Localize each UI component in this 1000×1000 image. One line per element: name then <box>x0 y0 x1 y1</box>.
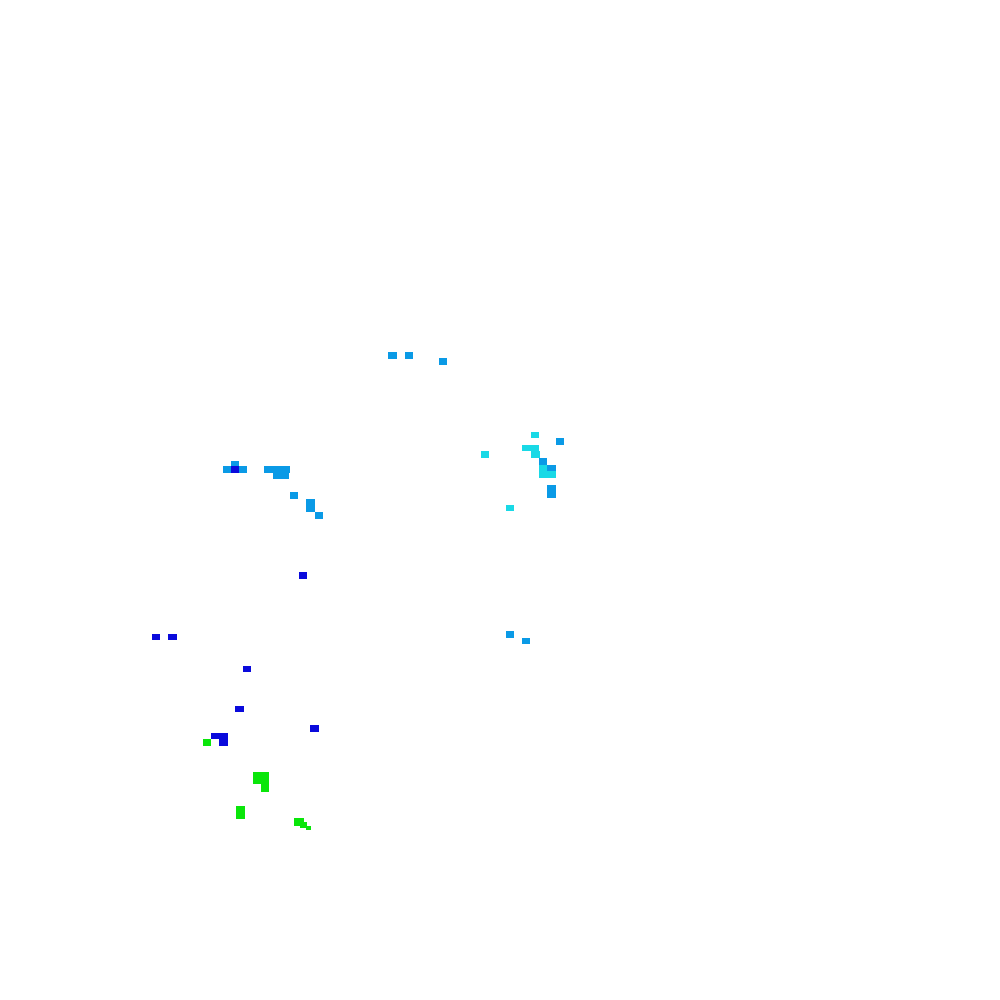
sky-blue-pixel <box>306 505 315 512</box>
sky-blue-pixel <box>306 499 315 506</box>
green-pixel <box>300 822 307 828</box>
sky-blue-pixel <box>522 638 530 644</box>
sky-blue-pixel <box>506 631 514 638</box>
blue-pixel <box>211 733 228 739</box>
sky-blue-pixel <box>231 461 239 468</box>
green-pixel <box>306 826 311 830</box>
cyan-pixel <box>539 465 547 472</box>
blue-pixel <box>168 634 177 640</box>
sky-blue-pixel <box>264 466 290 473</box>
blue-pixel <box>299 572 307 579</box>
green-pixel <box>253 772 269 784</box>
blue-pixel <box>235 706 244 712</box>
sky-blue-pixel <box>388 352 397 359</box>
cyan-pixel <box>539 471 556 478</box>
green-pixel <box>203 739 211 746</box>
cyan-pixel <box>531 432 539 438</box>
blue-pixel <box>231 466 239 473</box>
sky-blue-pixel <box>290 492 298 499</box>
green-pixel <box>236 806 245 819</box>
sky-blue-pixel <box>439 358 447 365</box>
cyan-pixel <box>522 445 539 451</box>
blue-pixel <box>152 634 160 640</box>
cyan-pixel <box>481 451 489 458</box>
cyan-pixel <box>506 505 514 511</box>
green-pixel <box>261 784 269 792</box>
cyan-pixel <box>531 451 540 458</box>
blue-pixel <box>243 666 251 672</box>
blue-pixel <box>310 725 319 732</box>
sky-blue-pixel <box>556 438 564 445</box>
blue-pixel <box>219 739 228 746</box>
sky-blue-pixel <box>315 512 323 519</box>
green-pixel <box>294 818 304 826</box>
sky-blue-pixel <box>273 473 289 479</box>
sky-blue-pixel <box>539 458 547 465</box>
sky-blue-pixel <box>547 485 556 498</box>
sky-blue-pixel <box>405 352 413 359</box>
sky-blue-pixel <box>547 465 556 472</box>
